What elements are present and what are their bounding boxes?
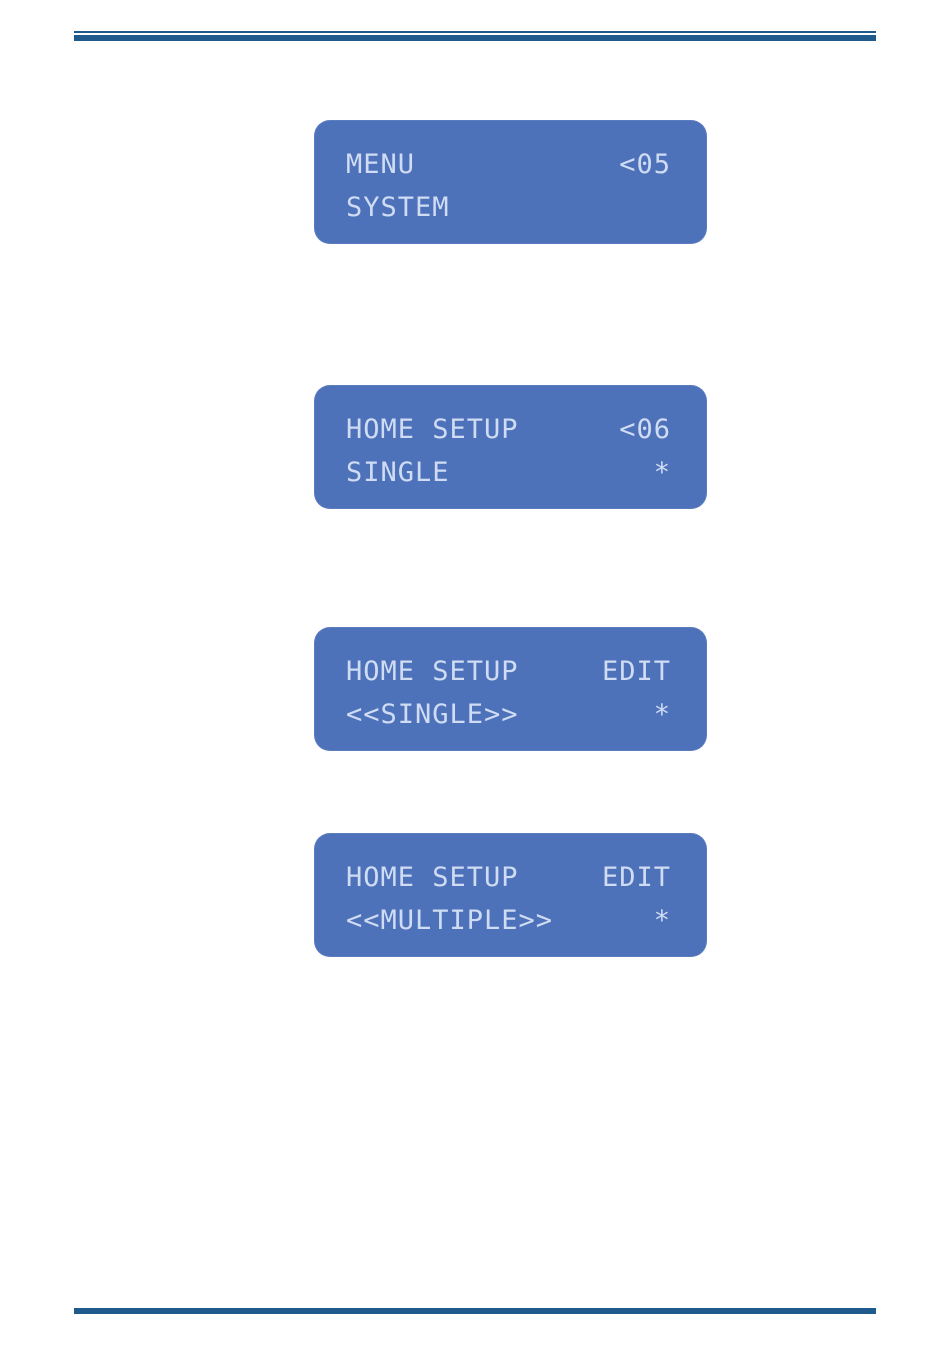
lcd-line-2-left: SINGLE xyxy=(346,456,450,490)
lcd-line-2-left: <<SINGLE>> xyxy=(346,698,519,732)
lcd-line-1-right: <06 xyxy=(619,413,671,447)
lcd-line-2: SYSTEM xyxy=(346,191,671,225)
lcd-line-1-right: EDIT xyxy=(602,861,671,895)
lcd-line-2-right: * xyxy=(654,904,671,938)
lcd-line-1: HOME SETUP EDIT xyxy=(346,655,671,689)
lcd-line-2: <<SINGLE>> * xyxy=(346,698,671,732)
lcd-line-2: <<MULTIPLE>> * xyxy=(346,904,671,938)
lcd-line-1-left: HOME SETUP xyxy=(346,861,519,895)
lcd-line-1-left: MENU xyxy=(346,148,415,182)
lcd-line-2-left: SYSTEM xyxy=(346,191,450,225)
lcd-line-1: HOME SETUP EDIT xyxy=(346,861,671,895)
lcd-line-1-right: <05 xyxy=(619,148,671,182)
lcd-line-2-right: * xyxy=(654,456,671,490)
lcd-display-home-setup-edit-multiple: HOME SETUP EDIT <<MULTIPLE>> * xyxy=(314,833,707,957)
header-rule-thin xyxy=(74,31,876,33)
lcd-line-2: SINGLE * xyxy=(346,456,671,490)
lcd-line-1-left: HOME SETUP xyxy=(346,413,519,447)
lcd-display-menu-system: MENU <05 SYSTEM xyxy=(314,120,707,244)
lcd-line-1-left: HOME SETUP xyxy=(346,655,519,689)
footer-rule xyxy=(74,1308,876,1314)
lcd-line-1: HOME SETUP <06 xyxy=(346,413,671,447)
header-rule-thick xyxy=(74,35,876,41)
lcd-display-home-setup-edit-single: HOME SETUP EDIT <<SINGLE>> * xyxy=(314,627,707,751)
lcd-display-home-setup: HOME SETUP <06 SINGLE * xyxy=(314,385,707,509)
lcd-line-1: MENU <05 xyxy=(346,148,671,182)
lcd-line-2-right: * xyxy=(654,698,671,732)
lcd-line-1-right: EDIT xyxy=(602,655,671,689)
lcd-line-2-left: <<MULTIPLE>> xyxy=(346,904,553,938)
